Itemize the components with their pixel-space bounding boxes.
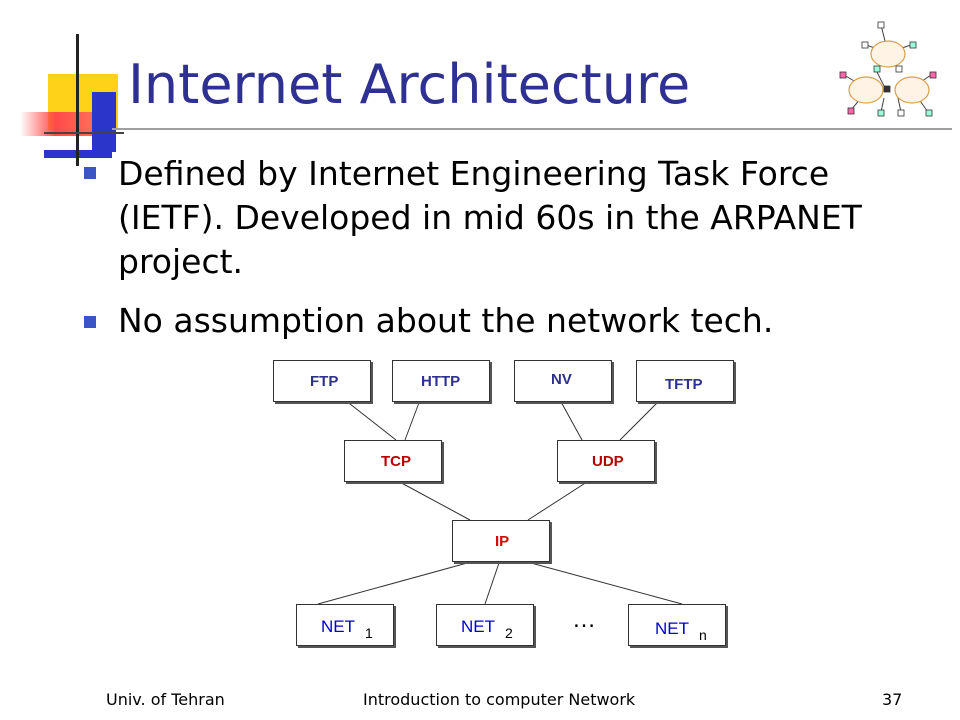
net-label: NET [655,619,689,638]
transport-label-tcp: TCP [381,452,411,470]
net-box-1: NET 1 [296,604,394,646]
footer-university: Univ. of Tehran [106,690,225,709]
net-box-2: NET 2 [436,604,534,646]
bullet-ietf: Defined by Internet Engineering Task For… [118,154,862,281]
transport-box-tcp: TCP [344,440,442,482]
net-label: NET [461,617,495,636]
app-label-http: HTTP [421,372,461,390]
bullet-marker [84,316,96,328]
app-label-nv: NV [551,370,572,388]
network-label-ip: IP [495,532,510,550]
transport-box-udp: UDP [557,440,655,482]
bullet-marker [84,167,96,179]
bullet-no-assumption: No assumption about the network tech. [118,301,774,340]
ellipsis: … [572,606,598,633]
app-label-tftp: TFTP [665,375,703,393]
app-box-ftp: FTP [273,360,371,402]
app-box-nv: NV [514,360,612,402]
footer-page-number: 37 [882,690,903,709]
slide-title: Internet Architecture [128,53,691,116]
network-box-ip: IP [452,520,550,562]
network-cloud-logo-icon [839,21,937,117]
net-label: NET [321,617,355,636]
transport-label-udp: UDP [592,452,624,470]
app-box-http: HTTP [392,360,490,402]
net-subscript: n [699,627,707,643]
net-box-n: NET n [628,604,726,646]
net-subscript: 1 [365,625,373,641]
title-divider [112,128,952,130]
decorative-corner-graphic [0,0,130,170]
app-box-tftp: TFTP [636,360,734,402]
net-subscript: 2 [505,625,513,641]
app-label-ftp: FTP [310,372,339,390]
footer-course: Introduction to computer Network [363,690,636,709]
